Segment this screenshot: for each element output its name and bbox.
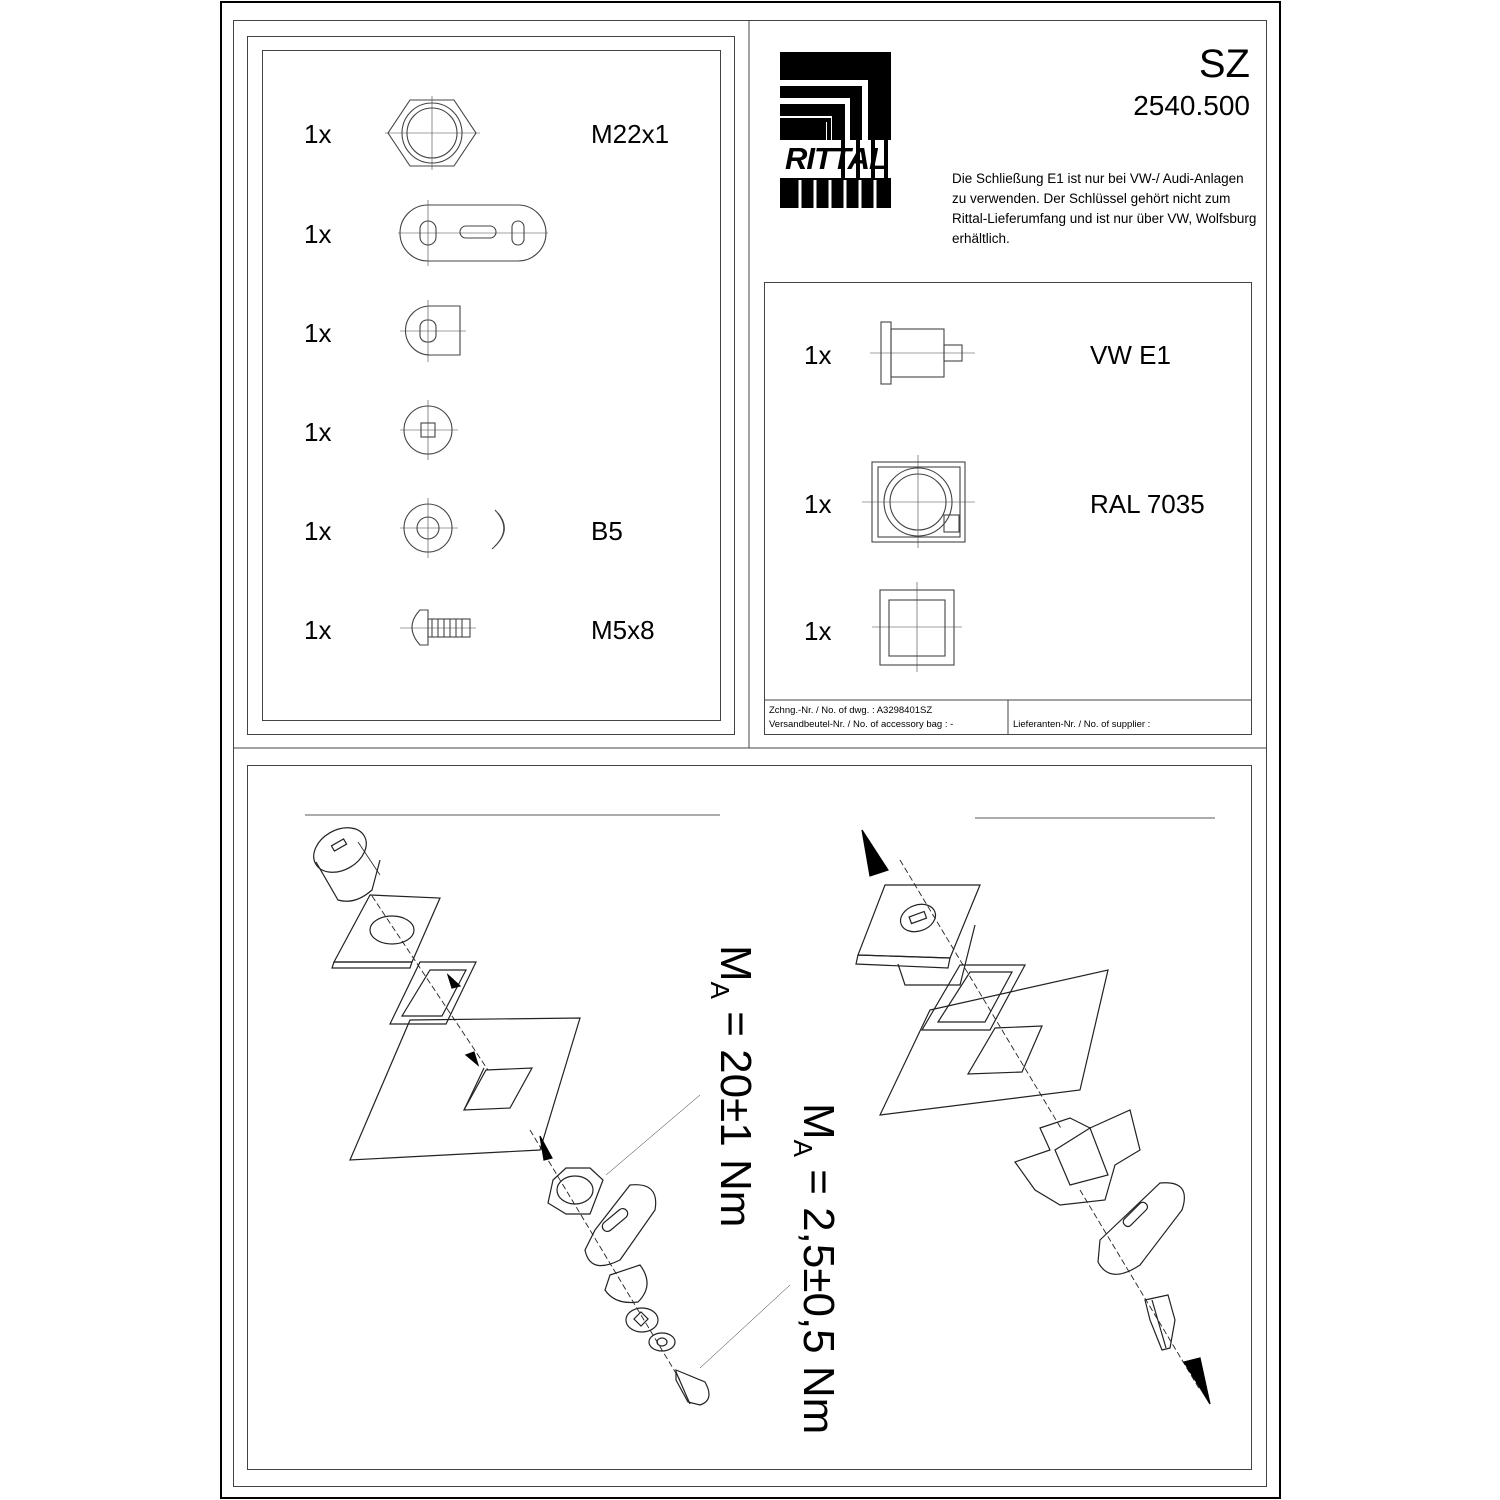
right-exploded-view [855,859,1201,1391]
right-part-spec-2: RAL 7035 [1090,489,1205,519]
right-part-qty-3: 1x [804,616,832,646]
part-qty-4: 1x [304,417,332,447]
right-part-spec-1: VW E1 [1090,340,1171,370]
screw-icon [400,609,476,646]
nut-torque-label: MA = 20±1 Nm [704,945,760,1227]
square-seal-icon [872,582,962,672]
square-hole-washer-icon [400,400,458,460]
right-part-qty-2: 1x [804,489,832,519]
logo-bottom-gaps [798,180,877,208]
part-qty-6: 1x [304,615,332,645]
inner-border [233,20,1267,1487]
part-qty-2: 1x [304,219,332,249]
product-code: SZ [1198,42,1250,86]
part-spec-1: M22x1 [591,119,670,149]
part-qty-3: 1x [304,318,332,348]
drawing-number: Zchng.-Nr. / No. of dwg. : A3298401SZ [769,705,933,716]
torque-symbol-2: M [794,1103,843,1140]
screw-torque-label: MA = 2,5±0,5 Nm [787,1103,843,1434]
d-washer-icon [400,300,466,362]
right-part-qty-1: 1x [804,340,832,370]
accessory-bag-number: Versandbeutel-Nr. / No. of accessory bag… [769,719,954,730]
usage-note: Die Schließung E1 ist nur bei VW-/ Audi-… [952,171,1257,246]
left-exploded-view [313,827,791,1406]
part-qty-1: 1x [304,119,332,149]
spring-washer-icon [400,498,505,558]
supplier-number: Lieferanten-Nr. / No. of supplier : [1013,719,1151,730]
parts-panel-inner [262,50,721,721]
parts-panel-outer [247,36,735,735]
left-arrows [446,973,553,1161]
cover-plate-icon [862,455,975,548]
locking-cam-icon [398,200,548,266]
part-spec-5: B5 [591,516,623,546]
lock-insert-icon [870,321,975,385]
screw-torque-value: = 2,5±0,5 Nm [794,1169,843,1435]
torque-subscript-2: A [788,1139,818,1157]
nut-torque-value: = 20±1 Nm [711,1011,760,1228]
assembly-panel [247,765,1252,1470]
logo-lines [780,56,888,208]
right-arrows [861,829,1211,1405]
torque-symbol: M [711,945,760,982]
logo-wordmark: RITTAL [785,141,888,176]
outer-border [220,1,1281,1499]
article-number: 2540.500 [1133,90,1250,121]
hex-nut-icon [385,96,480,170]
torque-subscript: A [705,981,735,999]
part-spec-6: M5x8 [591,615,655,645]
part-qty-5: 1x [304,516,332,546]
